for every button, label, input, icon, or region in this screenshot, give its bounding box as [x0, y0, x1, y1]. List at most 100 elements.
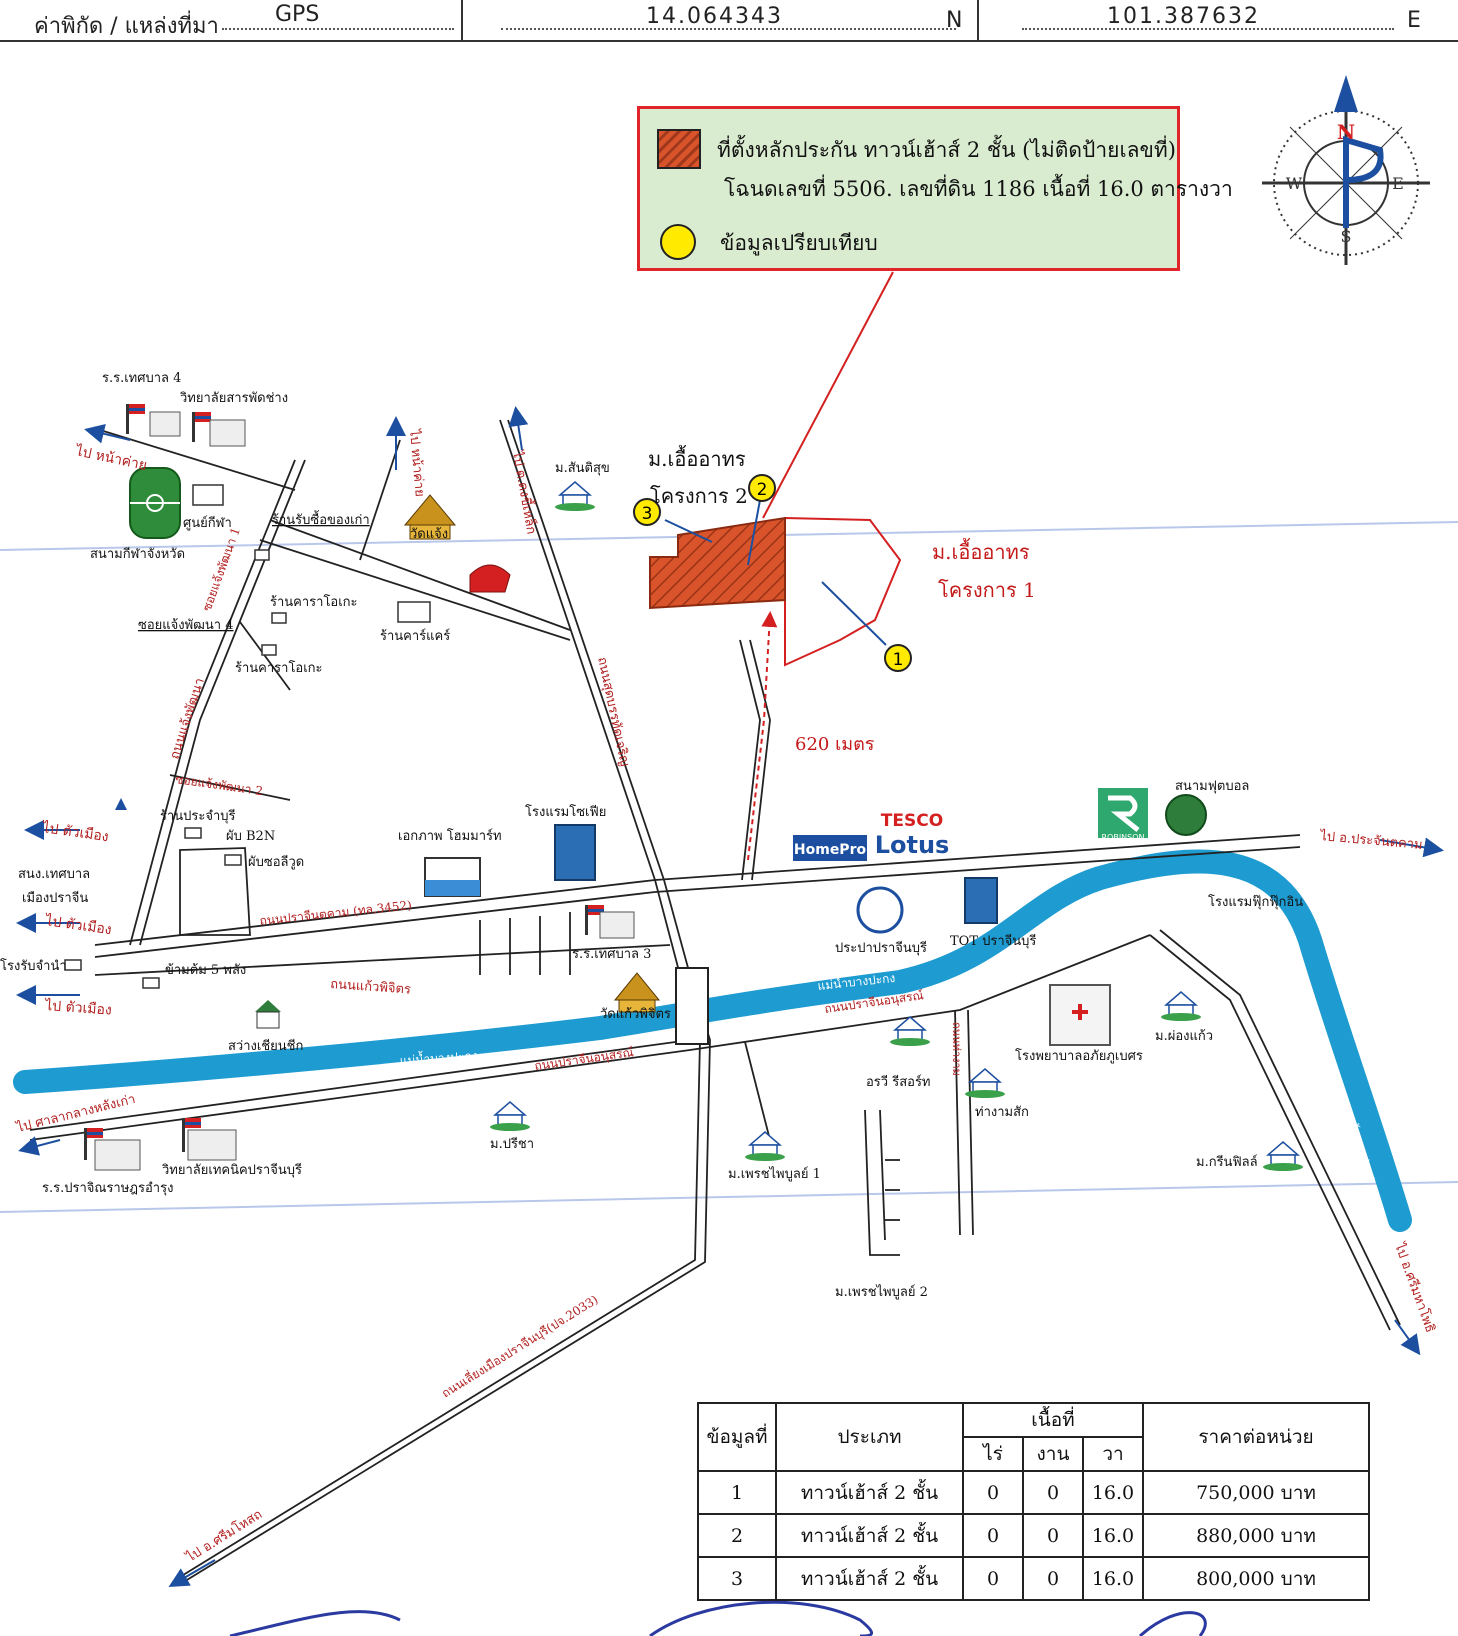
label-rd-kaewpichit: ถนนแก้วพิจิตร [330, 977, 412, 998]
marker-number: 1 [893, 650, 904, 670]
signature-scribble [229, 1600, 1207, 1636]
cell-type: ทาวน์เฮ้าส์ 2 ชั้น [775, 1556, 964, 1601]
leader-line-2 [747, 499, 761, 566]
comparison-marker-2: 2 [748, 474, 776, 502]
cell-wa: 16.0 [1082, 1470, 1144, 1515]
th-area: เนื้อที่ [962, 1402, 1144, 1438]
pavilion-icon [255, 1000, 281, 1012]
dotted-line [1022, 28, 1394, 30]
legend-box: ที่ตั้งหลักประกัน ทาวน์เฮ้าส์ 2 ชั้น (ไม… [637, 106, 1233, 271]
shop-icon [192, 484, 224, 506]
label-football: สนามฟุตบอล [1175, 779, 1249, 794]
label-school4: ร.ร.เทศบาล 4 [102, 371, 181, 386]
label-sawang: สว่างเชียนชีก [228, 1038, 303, 1054]
house-icon [1161, 991, 1201, 1021]
label-wat-chaeng: วัดแจ้ง [410, 527, 448, 542]
cell-ngan: 0 [1022, 1556, 1084, 1601]
label-river1: แม่น้ำบางปะกง [399, 1047, 478, 1068]
legend-compare: ข้อมูลเปรียบเทียบ [720, 231, 878, 255]
label-ekkaphap: เอกภาพ โฮมมาร์ท [398, 828, 502, 844]
hotel-icon [554, 824, 596, 881]
cell-type: ทาวน์เฮ้าส์ 2 ชั้น [775, 1513, 964, 1558]
cell-wa: 16.0 [1082, 1513, 1144, 1558]
waterworks-logo [856, 886, 904, 934]
table-row: 1 ทาวน์เฮ้าส์ 2 ชั้น 0 0 16.0 750,000 บา… [697, 1470, 1370, 1515]
direction-arrows [16, 406, 1444, 1588]
label-santisuk: ม.สันติสุข [555, 461, 610, 476]
label-euaathorn-1b: โครงการ 1 [938, 578, 1036, 602]
label-b2n: ผับ B2N [226, 829, 275, 844]
comparison-table: ข้อมูลที่ ประเภท เนื้อที่ ราคาต่อหน่วย ไ… [697, 1402, 1370, 1601]
cell-price: 750,000 บาท [1142, 1470, 1370, 1515]
cell-ngan: 0 [1022, 1470, 1084, 1515]
compass-rose: N S E W [1262, 75, 1430, 265]
th-price: ราคาต่อหน่วย [1142, 1402, 1370, 1472]
lotus-text: Lotus [875, 831, 950, 859]
label-wat-kaew: วัดแก้วพิจิตร [600, 1007, 671, 1022]
distance-label: 620 เมตร [795, 734, 875, 755]
comparison-circle-icon [660, 224, 696, 260]
label-euaathorn-1a: ม.เอื้ออาทร [932, 538, 1030, 564]
bridge [675, 967, 709, 1045]
longitude-value: 101.387632 [1107, 4, 1260, 29]
label-phet2: ม.เพรชไพบูลย์ 2 [835, 1284, 928, 1300]
cell-no: 2 [697, 1513, 777, 1558]
label-to-prachantakham: ไป อ.ประจันตคาม [1319, 828, 1424, 853]
house-icon [890, 1016, 930, 1046]
comparison-marker-1: 1 [884, 644, 912, 672]
latitude-suffix: N [946, 8, 963, 33]
label-to-town2: ไป ตัวเมือง [43, 912, 112, 938]
shop-icon [254, 549, 270, 561]
label-pub2: ผับซอลีวูด [248, 854, 304, 870]
robinson-text: ROBINSON [1101, 833, 1144, 842]
school-flag-icon [585, 905, 635, 939]
cell-no: 3 [697, 1556, 777, 1601]
marker-number: 3 [642, 504, 653, 524]
label-to-nadi: ไป หน้าค่าย [406, 428, 428, 497]
label-preecha: ม.ปรีชา [490, 1136, 534, 1152]
label-rd-anusorn1: ถนนปราจีนอนุสรณ์ [533, 1045, 634, 1074]
coord-label: ค่าพิกัด / แหล่งที่มา [34, 14, 219, 39]
leader-line-3 [664, 519, 713, 543]
house-icon [555, 481, 595, 511]
project-1-boundary [784, 516, 902, 667]
shop-icon [64, 959, 82, 971]
shop-icon [397, 601, 431, 623]
label-hospital: โรงพยาบาลอภัยภูเบศร [1015, 1048, 1143, 1064]
school-flag-icon [182, 1118, 237, 1161]
label-tech-college: วิทยาลัยสารพัดช่าง [179, 391, 288, 406]
homepro-logo [793, 835, 867, 861]
label-junk-shop: ร้านรับซื้อของเก่า [272, 510, 370, 528]
shop-icon [261, 644, 277, 656]
label-rd-suwannasorn: ถนนสุดบรรทัดเจริญ [594, 656, 632, 768]
distance-path [747, 611, 778, 861]
label-to-town1: ไป ตัวเมือง [40, 819, 109, 845]
compass-east: E [1392, 174, 1404, 193]
label-euaathorn-2a: ม.เอื้ออาทร [648, 445, 746, 471]
homepro-text: HomePro [794, 842, 867, 858]
house-icon [745, 1131, 785, 1161]
shop-icon [271, 612, 287, 624]
house-icon [965, 1068, 1005, 1098]
label-karaoke1: ร้านคาราโอเกะ [270, 594, 358, 610]
cell-type: ทาวน์เฮ้าส์ 2 ชั้น [775, 1470, 964, 1515]
label-phongkaew: ม.ผ่องแก้ว [1155, 1029, 1213, 1044]
coord-source: GPS [275, 2, 320, 27]
river [13, 849, 1412, 1232]
tot-building-icon [964, 877, 998, 924]
landmark-icon [469, 564, 511, 593]
label-euaathorn-2b: โครงการ 2 [650, 484, 748, 508]
label-soi2: ซอยแจ้งพัฒนา 2 [175, 772, 264, 798]
shop-icon [184, 827, 202, 839]
legend-line-2: โฉนดเลขที่ 5506. เลขที่ดิน 1186 เนื้อที่… [724, 177, 1233, 201]
label-orawee: อรวี รีสอร์ท [866, 1074, 931, 1090]
label-rd-tangam: ถนนท่างาม [950, 1022, 963, 1076]
house-icon [490, 1101, 530, 1131]
village-icons [490, 481, 1303, 1171]
comparison-marker-3: 3 [633, 498, 661, 526]
compass-west: W [1286, 174, 1303, 193]
shop-icon [224, 854, 242, 866]
subject-plot [649, 516, 786, 610]
legend-line-1: ที่ตั้งหลักประกัน ทาวน์เฮ้าส์ 2 ชั้น (ไม… [717, 138, 1176, 162]
dotted-line [501, 28, 956, 30]
